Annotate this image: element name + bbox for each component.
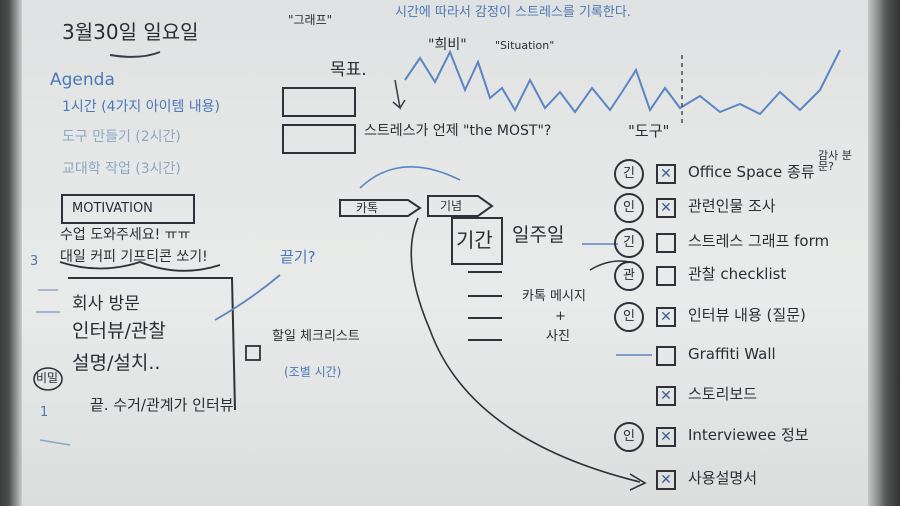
agenda-item-2: 도구 만들기 (2시간) <box>62 129 181 145</box>
tool-item-label: 인터뷰 내용 (질문) <box>688 306 806 324</box>
motivation-title: MOTIVATION <box>72 201 153 216</box>
tool-item-label: 관련인물 조사 <box>688 197 776 215</box>
visit-side-label: 비밀 <box>36 371 59 385</box>
flow-step-kakao: 카톡 <box>356 201 379 215</box>
visit-line-3: 설명/설치.. <box>72 352 161 374</box>
graph-quote-label: "그래프" <box>288 13 333 27</box>
tool-checkbox[interactable]: ✕ <box>656 386 676 406</box>
todo-checklist-sub: (조별 시간) <box>284 365 342 379</box>
period-box <box>451 217 503 265</box>
tools-side-note: 감사 분문? <box>818 149 852 173</box>
photo-note: 사진 <box>546 329 570 344</box>
tool-checkbox[interactable]: ✕ <box>656 427 676 447</box>
tool-checkbox[interactable]: ✕ <box>656 198 676 218</box>
agenda-item-1: 1시간 (4가지 아이템 내용) <box>62 99 221 115</box>
todo-checklist-label: 할일 체크리스트 <box>272 329 360 344</box>
stress-question: 스트레스가 언제 "the MOST"? <box>364 123 552 139</box>
check-mark-icon: ✕ <box>660 166 672 182</box>
tool-item-label: 관찰 checklist <box>688 265 787 283</box>
tool-checkbox[interactable] <box>656 266 676 286</box>
visit-side-num-2: 1 <box>40 405 49 420</box>
tools-title: "도구" <box>628 122 670 140</box>
date-heading: 3월30일 일요일 <box>62 20 199 44</box>
kkeutgi-arrow <box>214 274 281 321</box>
tool-item-label: 스트레스 그래프 form <box>688 232 830 250</box>
motivation-line-1: 수업 도와주세요! ㅠㅠ <box>60 227 191 243</box>
top-note: 시간에 따라서 감정이 스트레스를 기록한다. <box>395 5 631 20</box>
tool-checkbox[interactable] <box>656 346 676 366</box>
motivation-underline <box>59 261 221 272</box>
tool-checkbox[interactable]: ✕ <box>656 470 676 490</box>
agenda-box-1 <box>282 87 356 117</box>
motivation-line-2: 대일 커피 기프티콘 쏘기! <box>60 249 208 265</box>
situation-label: "Situation" <box>495 39 555 52</box>
tool-checkbox[interactable]: ✕ <box>656 164 676 184</box>
plus-sign: + <box>555 309 566 324</box>
scribble-date <box>109 51 161 58</box>
manual-arrowhead <box>629 473 647 491</box>
flow-step-memo: 기념 <box>440 199 463 213</box>
tool-badge: 관 <box>614 261 644 291</box>
manual-arrow <box>410 217 641 483</box>
stress-wave <box>404 49 841 116</box>
agenda-title: Agenda <box>50 70 115 90</box>
tool-badge: 긴 <box>614 228 644 258</box>
tool-badge: 인 <box>614 422 644 452</box>
tool-item-label: 사용설명서 <box>688 469 758 487</box>
tool-checkbox[interactable]: ✕ <box>656 307 676 327</box>
motivation-box <box>61 194 195 224</box>
visit-line-2: 인터뷰/관찰 <box>72 320 166 342</box>
check-mark-icon: ✕ <box>660 429 672 445</box>
tool-checkbox[interactable] <box>656 233 676 253</box>
tool-badge: 긴 <box>614 159 644 189</box>
flow-arrow-2 <box>427 195 494 217</box>
visit-line-1: 회사 방문 <box>72 294 140 314</box>
flow-loop <box>359 165 461 189</box>
tool-item-label: Graffiti Wall <box>688 345 776 363</box>
visit-side-num: 3 <box>30 254 39 269</box>
secret-circle <box>33 367 63 391</box>
period-lines <box>468 271 502 341</box>
board-frame-left <box>0 0 22 506</box>
board-frame-right <box>868 0 900 506</box>
kkeutgi-note: 끝기? <box>280 248 316 266</box>
flow-arrow-1 <box>339 199 422 217</box>
tool-item-label: Interviewee 정보 <box>688 426 809 444</box>
side-checkbox <box>245 345 261 361</box>
faint-scribble <box>36 289 71 446</box>
check-mark-icon: ✕ <box>660 472 672 488</box>
tool-item-label: Office Space 종류 <box>688 163 815 181</box>
check-mark-icon: ✕ <box>660 309 672 325</box>
period-value: 일주일 <box>512 224 565 246</box>
tool-badge: 인 <box>614 193 644 223</box>
visit-bracket <box>68 277 236 411</box>
kakao-message-note: 카톡 메시지 <box>522 289 586 304</box>
tool-badge: 인 <box>614 302 644 332</box>
tool-item-label: 스토리보드 <box>688 385 758 403</box>
goal-label: 목표. <box>330 60 367 80</box>
check-mark-icon: ✕ <box>660 388 672 404</box>
agenda-box-2 <box>282 124 356 154</box>
check-mark-icon: ✕ <box>660 200 672 216</box>
agenda-item-3: 교대학 작업 (3시간) <box>62 161 181 177</box>
visit-line-4: 끝. 수거/관계가 인터뷰 <box>90 396 234 414</box>
period-label: 기간 <box>456 228 493 252</box>
emotion-label: "희비" <box>428 37 467 53</box>
goal-arrow <box>392 79 406 110</box>
